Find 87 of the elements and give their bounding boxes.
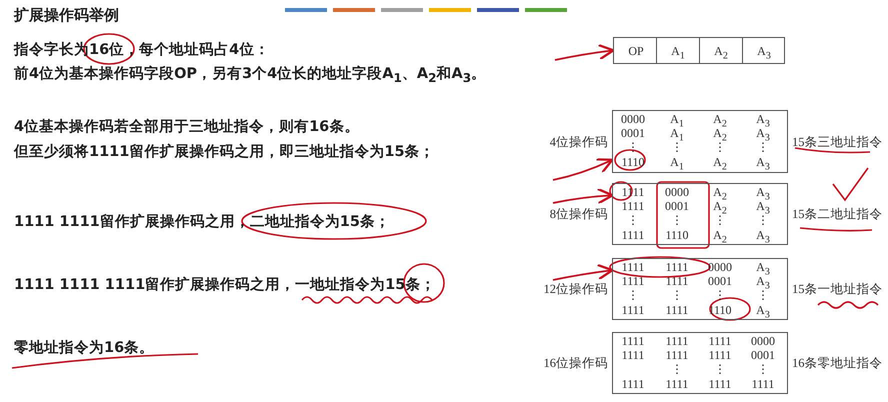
table-cell-text: A$_{1}$ bbox=[669, 113, 685, 130]
side-caption: 15条二地址指令 bbox=[792, 206, 882, 223]
table-cell-text: A$_{1}$ bbox=[669, 127, 685, 144]
table-cell-text: ⋮ bbox=[713, 141, 726, 154]
table-cell-text: ⋮ bbox=[626, 289, 640, 302]
table-cell-text: A$_{3}$ bbox=[755, 127, 771, 144]
table-cell-text: 0001 bbox=[750, 349, 776, 362]
table-cell-text: 1111 bbox=[664, 275, 690, 288]
table-cell-text: 1111 bbox=[664, 304, 690, 317]
ink-arrow bbox=[552, 158, 614, 181]
table-cell-text: 0001 bbox=[664, 200, 690, 213]
table-cell-text: A$_{2}$ bbox=[712, 200, 728, 216]
opcode-table-box bbox=[612, 332, 788, 394]
text-line: 1111 1111留作扩展操作码之用，二地址指令为15条； bbox=[14, 212, 390, 231]
slide-title: 扩展操作码举例 bbox=[14, 6, 119, 25]
side-caption: 15条一地址指令 bbox=[792, 281, 882, 298]
table-cell-text: A$_{3}$ bbox=[755, 261, 771, 278]
table-cell-text: ⋮ bbox=[670, 289, 684, 302]
side-caption: 16位操作码 bbox=[544, 355, 608, 372]
table-cell-text: A$_{3}$ bbox=[755, 200, 771, 216]
table-cell-text: ⋮ bbox=[626, 214, 640, 227]
table-cell-text: ⋮ bbox=[670, 214, 684, 227]
table-cell-text: A$_{2}$ bbox=[712, 113, 728, 130]
table-cell-text: A$_{3}$ bbox=[755, 229, 771, 246]
table-cell-text: 1111 bbox=[620, 261, 646, 274]
side-caption: 16条零地址指令 bbox=[792, 355, 882, 372]
table-cell-text: ⋮ bbox=[626, 141, 640, 154]
table-cell-text: A$_{3}$ bbox=[755, 304, 771, 322]
table-cell-text: 1111 bbox=[620, 378, 646, 391]
table-cell-text: A$_{1}$ bbox=[669, 156, 685, 174]
table-cell-text: ⋮ bbox=[670, 363, 684, 376]
ink-arrow bbox=[552, 188, 614, 205]
table-cell-text: 0000 bbox=[750, 335, 776, 348]
table-cell-text: 0001 bbox=[620, 127, 646, 140]
side-caption: 15条三地址指令 bbox=[792, 134, 882, 150]
table-cell-text: A$_{3}$ bbox=[755, 156, 771, 174]
table-cell-text: 1111 bbox=[620, 275, 646, 288]
instruction-format-box bbox=[613, 37, 785, 64]
opcode-table-box bbox=[612, 258, 788, 320]
table-cell-text: 1111 bbox=[620, 335, 646, 348]
side-caption: 4位操作码 bbox=[550, 134, 608, 150]
table-cell-text: 0000 bbox=[664, 186, 690, 199]
field-label: A$_{2}$ bbox=[713, 45, 729, 62]
table-cell-text: 0001 bbox=[707, 275, 733, 288]
text-line: 零地址指令为16条。 bbox=[14, 338, 154, 357]
table-cell-text: 1111 bbox=[664, 335, 690, 348]
table-cell-text: 1111 bbox=[664, 378, 690, 391]
field-label: A$_{3}$ bbox=[756, 45, 772, 62]
ink-arrow bbox=[554, 44, 615, 61]
table-cell-text: 1110 bbox=[664, 229, 690, 242]
table-cell-text: 1111 bbox=[620, 229, 646, 242]
table-cell-text: ⋮ bbox=[713, 214, 726, 227]
table-cell-text: 1111 bbox=[620, 200, 646, 213]
table-cell-text: ⋮ bbox=[713, 363, 727, 376]
table-cell-text: ⋮ bbox=[670, 141, 683, 154]
table-cell-text: ⋮ bbox=[756, 141, 769, 154]
field-label: OP bbox=[627, 45, 645, 58]
table-cell-text: 1111 bbox=[620, 304, 646, 317]
table-cell-text: 1111 bbox=[708, 335, 732, 348]
table-cell-text: A$_{2}$ bbox=[712, 156, 728, 174]
table-cell-text: 1110 bbox=[620, 156, 646, 169]
table-cell-text: ⋮ bbox=[756, 289, 769, 302]
field-label: A$_{1}$ bbox=[670, 45, 686, 62]
text-line: 4位基本操作码若全部用于三地址指令，则有16条。 bbox=[14, 118, 360, 136]
text-line: 但至少须将1111留作扩展操作码之用，即三地址指令为15条； bbox=[14, 142, 435, 161]
table-cell-text: ⋮ bbox=[713, 289, 727, 302]
ink-arrow bbox=[552, 264, 614, 281]
table-cell-text: 1111 bbox=[664, 349, 690, 362]
table-cell-text: ⋮ bbox=[756, 363, 770, 376]
table-cell-text: 0000 bbox=[620, 113, 646, 126]
opcode-table-box bbox=[612, 110, 788, 173]
table-cell-text: A$_{3}$ bbox=[755, 275, 771, 292]
opcode-table-box bbox=[612, 183, 788, 245]
table-cell-text: A$_{2}$ bbox=[712, 229, 728, 246]
table-cell-text: A$_{2}$ bbox=[712, 186, 728, 202]
table-cell-text: A$_{3}$ bbox=[755, 113, 771, 130]
table-cell-text: 1111 bbox=[620, 349, 646, 362]
table-cell-text: A$_{2}$ bbox=[712, 127, 728, 144]
text-line: 前4位为基本操作码字段OP，另有3个4位长的地址字段A$_{1}$、A$_{2}$和A$_{3}$。 bbox=[14, 64, 486, 85]
side-caption: 12位操作码 bbox=[544, 281, 608, 298]
side-caption: 8位操作码 bbox=[550, 206, 608, 223]
table-cell-text: A$_{3}$ bbox=[755, 186, 771, 202]
table-cell-text: 1111 bbox=[664, 261, 690, 274]
table-cell-text: 1111 bbox=[708, 378, 732, 391]
table-cell-text: 1111 bbox=[750, 378, 776, 391]
table-cell-text: ⋮ bbox=[756, 214, 769, 227]
table-cell-text: 1111 bbox=[708, 349, 732, 362]
